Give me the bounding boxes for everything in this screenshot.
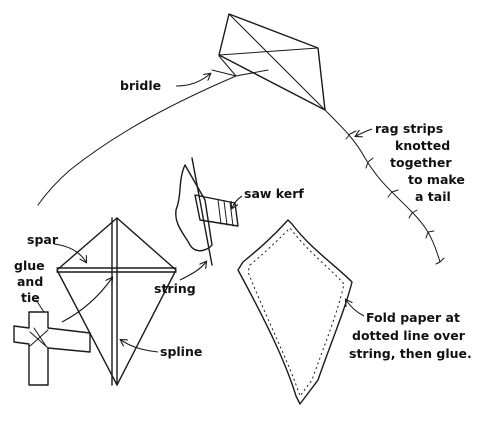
label-spline: spline [160, 344, 202, 359]
flying-kite-spine [228, 13, 326, 111]
label-string: string [154, 281, 196, 296]
label-fold-2: dotted line over [352, 328, 466, 343]
flying-kite-string [37, 75, 237, 206]
kerf-string [191, 157, 213, 266]
label-saw-kerf: saw kerf [244, 186, 304, 201]
kite-tail [324, 109, 441, 263]
paper-outline [237, 219, 353, 405]
flying-kite [37, 13, 445, 265]
kerf-paper [175, 164, 213, 252]
arrow-bridle [175, 74, 210, 87]
frame-kite [56, 217, 177, 386]
tail-knots [345, 130, 445, 265]
arrow-spline [121, 340, 159, 353]
flying-kite-sail [218, 13, 326, 111]
arrow-rag-strips [356, 128, 373, 136]
label-tie: tie [21, 290, 40, 305]
label-rag-strips-5: a tail [415, 189, 451, 204]
label-bridle: bridle [120, 78, 161, 93]
saw-kerf-detail [175, 157, 239, 266]
label-rag-strips-2: knotted [395, 138, 450, 153]
arrow-spar [53, 243, 86, 262]
label-spar: spar [27, 232, 59, 247]
joint-cross [13, 311, 91, 386]
label-rag-strips-1: rag strips [375, 121, 443, 136]
arrow-fold [346, 300, 365, 317]
fold-line [247, 227, 345, 398]
label-glue: glue [14, 258, 45, 273]
label-fold-1: Fold paper at [366, 310, 460, 325]
arrow-string [179, 262, 206, 281]
label-fold-3: string, then glue. [349, 346, 472, 361]
joint-wrap [29, 327, 49, 349]
glue-tie-detail [13, 299, 91, 386]
label-rag-strips-3: together [390, 155, 452, 170]
flying-kite-spar [218, 47, 319, 56]
arrow-saw-kerf [232, 195, 243, 208]
label-rag-strips-4: to make [408, 172, 465, 187]
kerf-wood [194, 194, 239, 227]
label-and: and [17, 274, 43, 289]
arrow-glue-tie [61, 278, 112, 323]
paper-pattern [237, 219, 353, 405]
